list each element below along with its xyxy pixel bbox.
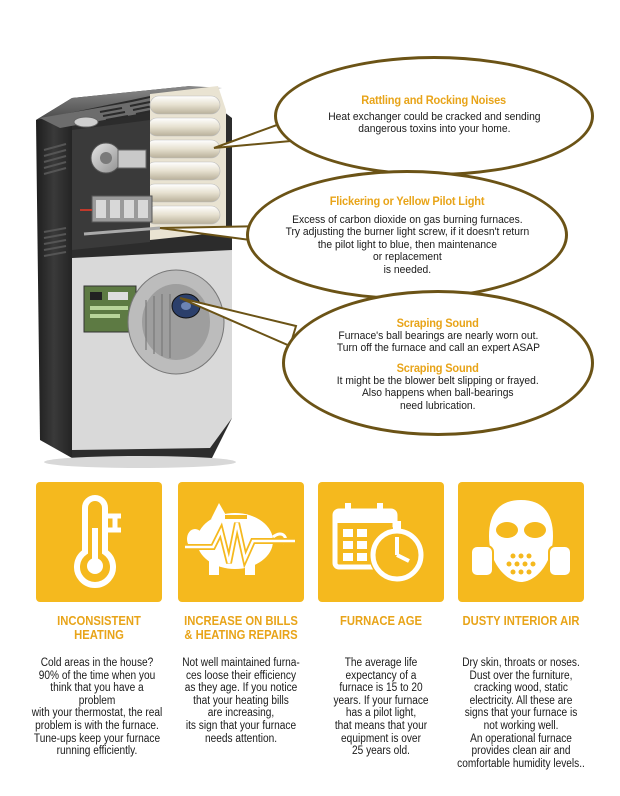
burner-assembly (80, 195, 161, 236)
tile-furnace-age (318, 482, 444, 602)
inducer-motor (90, 142, 147, 174)
card-text-increase-on-bills: Not well maintained furna- ces loose the… (182, 657, 300, 745)
card-text-furnace-age: The average life expectancy of a furnace… (333, 657, 429, 758)
furnace-illustration (36, 86, 304, 468)
card-title-furnace-age: FURNACE AGE (339, 614, 423, 628)
blower-wheel (127, 269, 225, 375)
callout-text: Furnace's ball bearings are nearly worn … (336, 329, 540, 355)
callout-title-secondary: Scraping Sound (396, 360, 480, 375)
card-text-inconsistent-heating: Cold areas in the house? 90% of the time… (31, 657, 163, 758)
callout-text: Heat exchanger could be cracked and send… (327, 110, 541, 136)
furnace-left-panel (36, 98, 72, 458)
callout-text: Excess of carbon dioxide on gas burning … (285, 213, 529, 276)
callout-text-secondary: It might be the blower belt slipping or … (337, 374, 539, 412)
card-title-dusty-interior-air: DUSTY INTERIOR AIR (462, 614, 580, 628)
flue-collar (73, 116, 99, 128)
piggy-bank-icon (185, 503, 295, 575)
callout-pilot-light: Flickering or Yellow Pilot Light Excess … (246, 170, 568, 300)
card-title-inconsistent-heating: INCONSISTENT HEATING (57, 614, 141, 642)
thermometer-icon (74, 495, 121, 588)
calendar-clock-icon (332, 503, 425, 583)
heat-exchanger-tubes (145, 95, 221, 225)
callout-scraping-sound: Scraping Sound Furnace's ball bearings a… (282, 290, 594, 436)
callout-title: Flickering or Yellow Pilot Light (329, 193, 485, 208)
callout-title: Scraping Sound (396, 315, 480, 330)
callout-rattling-noises: Rattling and Rocking Noises Heat exchang… (274, 56, 594, 176)
side-grille (43, 143, 67, 257)
callout-title: Rattling and Rocking Noises (361, 92, 507, 107)
card-text-dusty-interior-air: Dry skin, throats or noses. Dust over th… (457, 657, 585, 770)
tile-inconsistent-heating (36, 482, 162, 602)
tile-increase-on-bills (178, 482, 304, 602)
gas-mask-icon (470, 500, 572, 582)
tile-dusty-interior-air (458, 482, 584, 602)
card-title-increase-on-bills: INCREASE ON BILLS & HEATING REPAIRS (184, 614, 298, 642)
